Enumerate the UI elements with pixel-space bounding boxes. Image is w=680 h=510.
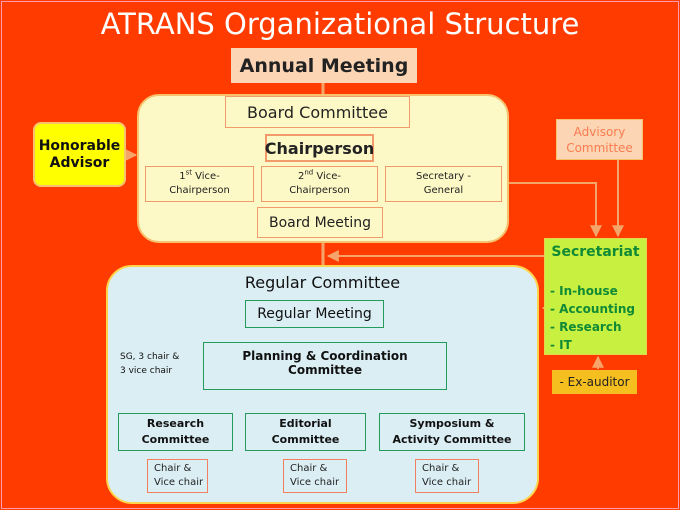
symposium-chair-box: Chair &Vice chair xyxy=(415,459,479,493)
secretariat-item-research: - Research xyxy=(550,320,622,334)
chairperson-box: Chairperson xyxy=(265,134,374,162)
annual-meeting-box: Annual Meeting xyxy=(231,48,417,83)
secretariat-item-inhouse: - In-house xyxy=(550,284,618,298)
secretariat-item-accounting: - Accounting xyxy=(550,302,635,316)
secretariat-box xyxy=(544,238,647,355)
symposium-activity-committee-box: Symposium &Activity Committee xyxy=(379,413,525,451)
secretary-general-box: Secretary -General xyxy=(385,166,502,202)
secretary-to-secretariat-arrow xyxy=(502,182,602,238)
planning-coordination-box: Planning & Coordination Committee xyxy=(203,342,447,390)
first-vice-chairperson-box: 1st Vice-Chairperson xyxy=(145,166,254,202)
regular-meeting-box: Regular Meeting xyxy=(245,300,384,328)
research-chair-box: Chair &Vice chair xyxy=(147,459,208,493)
ex-auditor-box: - Ex-auditor xyxy=(552,370,637,394)
planning-composition-note: SG, 3 chair &3 vice chair xyxy=(120,352,180,376)
secretariat-title: Secretariat xyxy=(551,244,640,260)
second-vice-chairperson-box: 2nd Vice-Chairperson xyxy=(261,166,378,202)
editorial-chair-box: Chair &Vice chair xyxy=(283,459,347,493)
secretariat-item-it: - IT xyxy=(550,338,572,352)
regular-committee-title: Regular Committee xyxy=(244,273,401,292)
page-title: ATRANS Organizational Structure xyxy=(100,7,580,41)
board-committee-title: Board Committee xyxy=(225,96,410,128)
board-meeting-box: Board Meeting xyxy=(257,207,383,238)
